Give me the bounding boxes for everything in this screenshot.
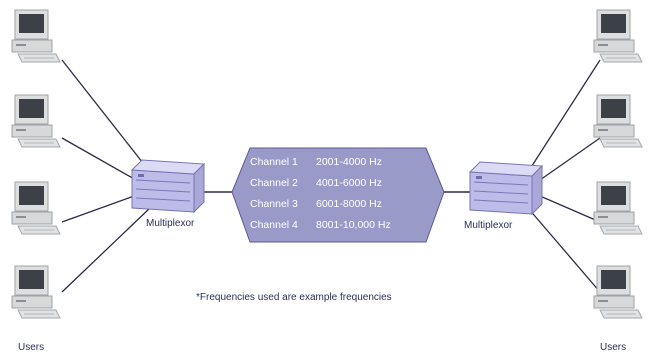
user-computer-left-3 <box>11 181 61 235</box>
user-computer-left-4 <box>11 265 61 319</box>
link-left-user-2 <box>61 137 137 181</box>
link-right-user-2 <box>539 137 601 181</box>
channel-row-3: Channel 3 6001-8000 Hz <box>250 198 382 210</box>
footnote: *Frequencies used are example frequencie… <box>196 292 392 303</box>
channel-row-4: Channel 4 8001-10,000 Hz <box>250 219 391 231</box>
channel-name: Channel 2 <box>250 177 298 189</box>
link-right-user-1 <box>527 59 601 173</box>
link-right-user-4 <box>527 207 601 293</box>
channel-range: 8001-10,000 Hz <box>316 219 391 231</box>
right-user-links <box>527 59 601 293</box>
link-left-user-4 <box>61 207 151 293</box>
channel-range: 2001-4000 Hz <box>316 156 382 168</box>
multiplexor-left-label: Multiplexor <box>146 218 195 229</box>
user-computer-left-2 <box>11 94 61 148</box>
users-left-label: Users <box>18 342 45 353</box>
user-computer-right-2 <box>593 94 643 148</box>
link-left-user-1 <box>61 59 151 173</box>
user-computer-right-4 <box>593 265 643 319</box>
channel-box <box>231 147 445 243</box>
channel-name: Channel 3 <box>250 198 298 210</box>
link-left-user-3 <box>61 195 135 223</box>
multiplexor-right <box>469 161 543 215</box>
multiplexor-left <box>131 159 205 213</box>
channel-range: 4001-6000 Hz <box>316 177 382 189</box>
left-user-links <box>61 59 151 293</box>
channel-name: Channel 4 <box>250 219 298 231</box>
link-right-user-3 <box>539 195 601 223</box>
multiplexor-right-label: Multiplexor <box>464 220 513 231</box>
user-computer-left-1 <box>11 9 61 63</box>
channel-row-2: Channel 2 4001-6000 Hz <box>250 177 382 189</box>
channel-range: 6001-8000 Hz <box>316 198 382 210</box>
channel-name: Channel 1 <box>250 156 298 168</box>
user-computer-right-3 <box>593 181 643 235</box>
user-computer-right-1 <box>593 9 643 63</box>
users-right-label: Users <box>600 342 627 353</box>
channel-row-1: Channel 1 2001-4000 Hz <box>250 156 382 168</box>
